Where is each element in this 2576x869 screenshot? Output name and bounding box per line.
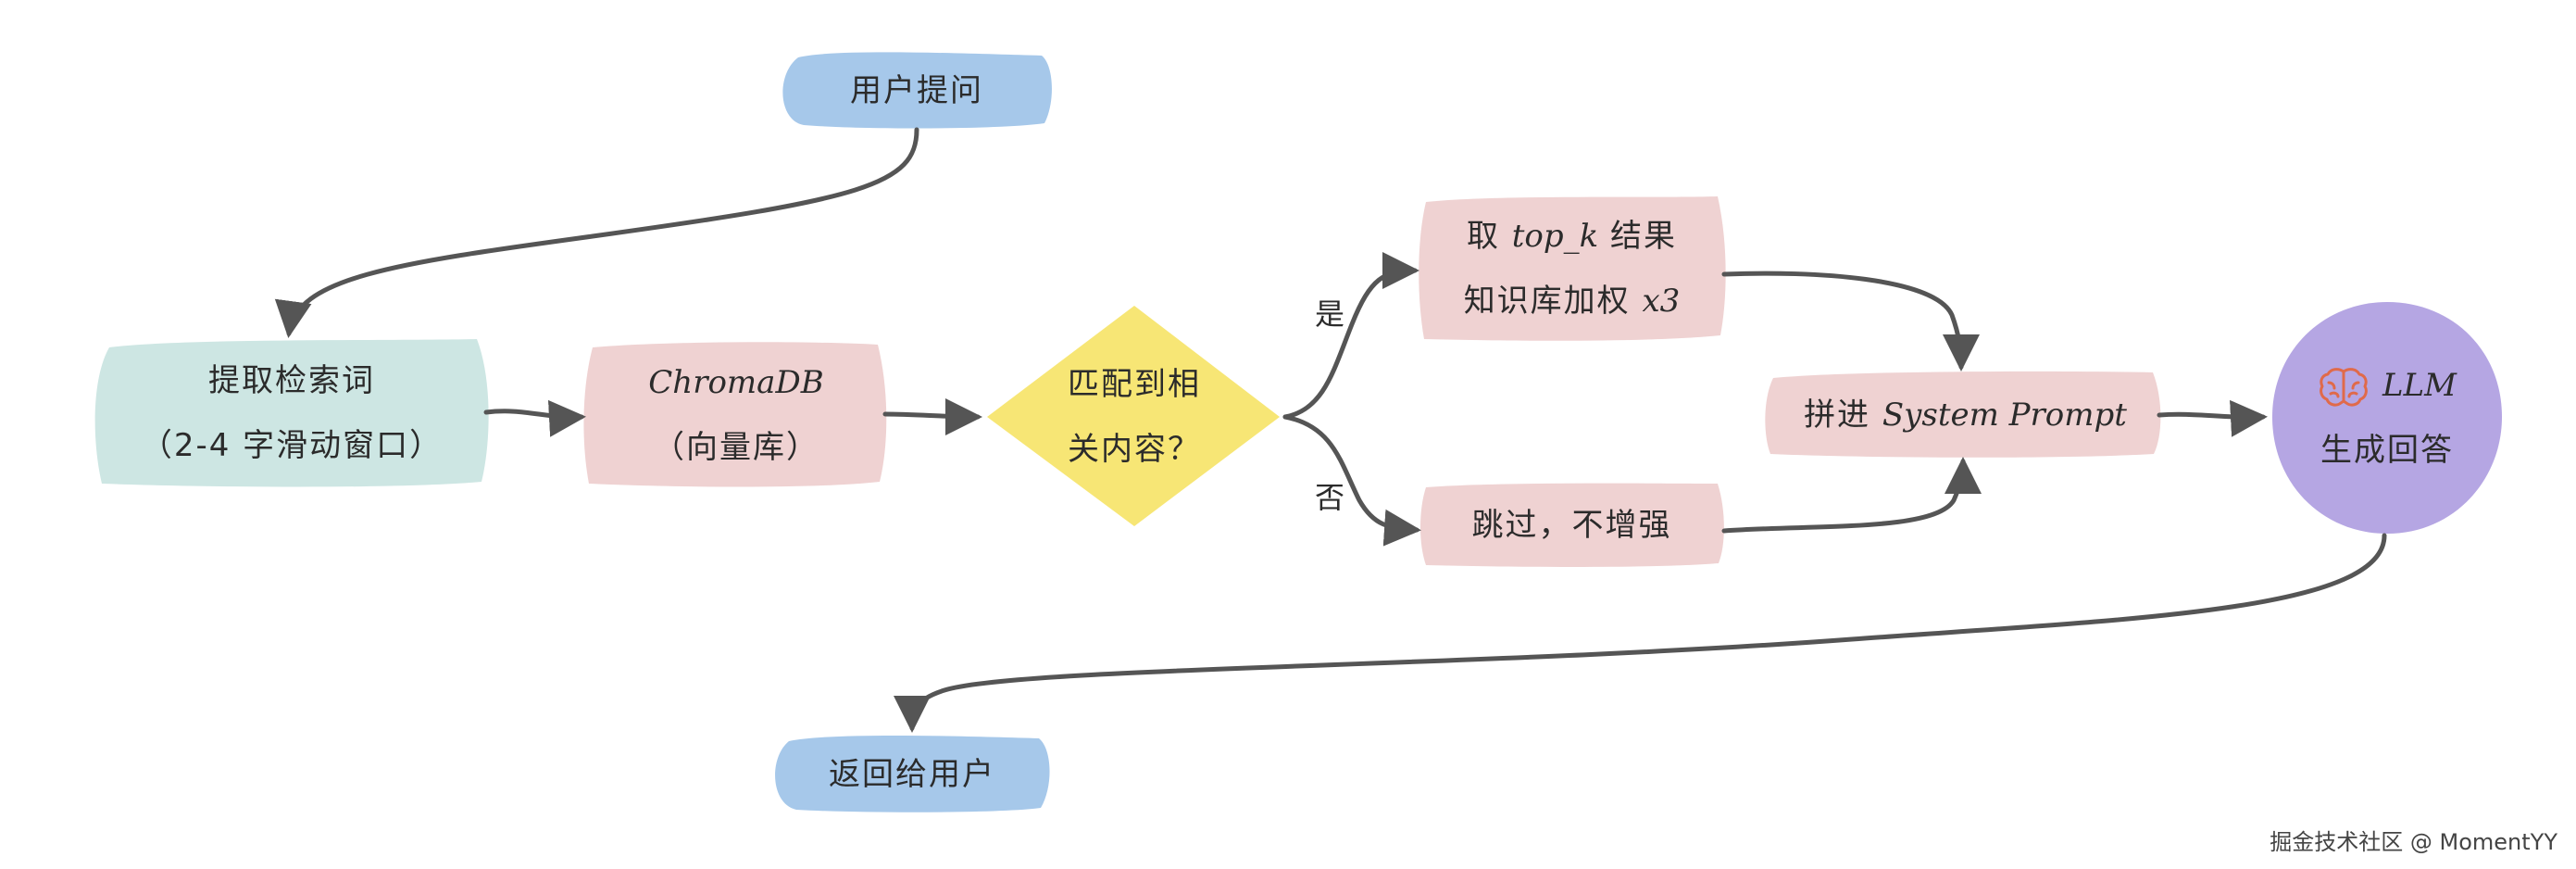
node-topk: 取 top_k 结果 知识库加权 x3: [1417, 196, 1727, 340]
node-system-prompt-latin: System Prompt: [1882, 396, 2127, 434]
chromadb-shape: [583, 342, 887, 487]
node-chromadb-line2: （向量库）: [653, 428, 819, 466]
node-llm-title: LLM: [2382, 367, 2457, 404]
node-topk-line2-code: x3: [1642, 282, 1681, 320]
arrow-llm-to-return: [894, 533, 2387, 733]
arrow-skip-to-prompt: [1721, 457, 1982, 534]
arrow-decision-to-skip: [1282, 414, 1421, 547]
topk-shape: [1419, 196, 1726, 341]
node-topk-line1-prefix: 取: [1466, 217, 1512, 255]
node-skip: 跳过，不增强: [1417, 482, 1727, 569]
node-llm-subtitle: 生成回答: [2320, 432, 2454, 469]
node-extract-keywords-line1: 提取检索词: [208, 362, 375, 399]
watermark: 掘金技术社区 @ MomentYY: [2270, 829, 2557, 855]
arrow-question-to-extract: [274, 127, 919, 338]
arrow-decision-to-topk: [1282, 252, 1419, 420]
arrow-prompt-to-llm: [2157, 399, 2268, 437]
node-decision-line2: 关内容？: [1068, 431, 1201, 468]
arrow-chromadb-to-decision: [882, 397, 982, 435]
edge-label-no: 否: [1315, 480, 1345, 515]
decision-shape: [987, 306, 1280, 526]
node-llm: LLM 生成回答: [2272, 302, 2502, 534]
node-return-user-label: 返回给用户: [829, 755, 995, 793]
node-decision: 匹配到相 关内容？: [1028, 352, 1241, 482]
node-extract-keywords-line2: （2-4 字滑动窗口）: [140, 427, 444, 464]
arrow-topk-to-prompt: [1721, 271, 1980, 372]
node-decision-line1: 匹配到相: [1068, 366, 1201, 403]
node-topk-line2: 知识库加权 x3: [1464, 269, 1681, 334]
llm-shape: [2272, 302, 2502, 534]
brain-icon: [2320, 367, 2368, 407]
node-system-prompt-prefix: 拼进: [1804, 396, 1882, 434]
node-return-user: 返回给用户: [773, 735, 1051, 813]
system-prompt-shape: [1765, 371, 2161, 458]
node-skip-label: 跳过，不增强: [1471, 507, 1672, 544]
extract-keywords-shape: [94, 339, 489, 487]
node-llm-title-row: LLM: [2318, 353, 2457, 418]
node-extract-keywords: 提取检索词 （2-4 字滑动窗口）: [93, 339, 491, 487]
node-chromadb: ChromaDB （向量库）: [583, 343, 889, 486]
node-chromadb-line1: ChromaDB: [648, 363, 824, 401]
node-topk-line2-prefix: 知识库加权: [1463, 282, 1643, 320]
node-topk-line1-suffix: 结果: [1598, 217, 1678, 255]
node-user-question: 用户提问: [778, 51, 1056, 130]
node-system-prompt: 拼进 System Prompt: [1764, 371, 2167, 459]
node-topk-line1-code: top_k: [1511, 217, 1599, 255]
edge-label-yes: 是: [1315, 296, 1345, 332]
node-user-question-label: 用户提问: [850, 71, 983, 109]
node-topk-line1: 取 top_k 结果: [1467, 204, 1677, 269]
user-question-shape: [782, 52, 1052, 129]
return-user-shape: [775, 735, 1050, 812]
arrow-extract-to-chromadb: [483, 399, 586, 437]
node-system-prompt-label: 拼进 System Prompt: [1804, 383, 2127, 447]
skip-shape: [1420, 483, 1724, 567]
